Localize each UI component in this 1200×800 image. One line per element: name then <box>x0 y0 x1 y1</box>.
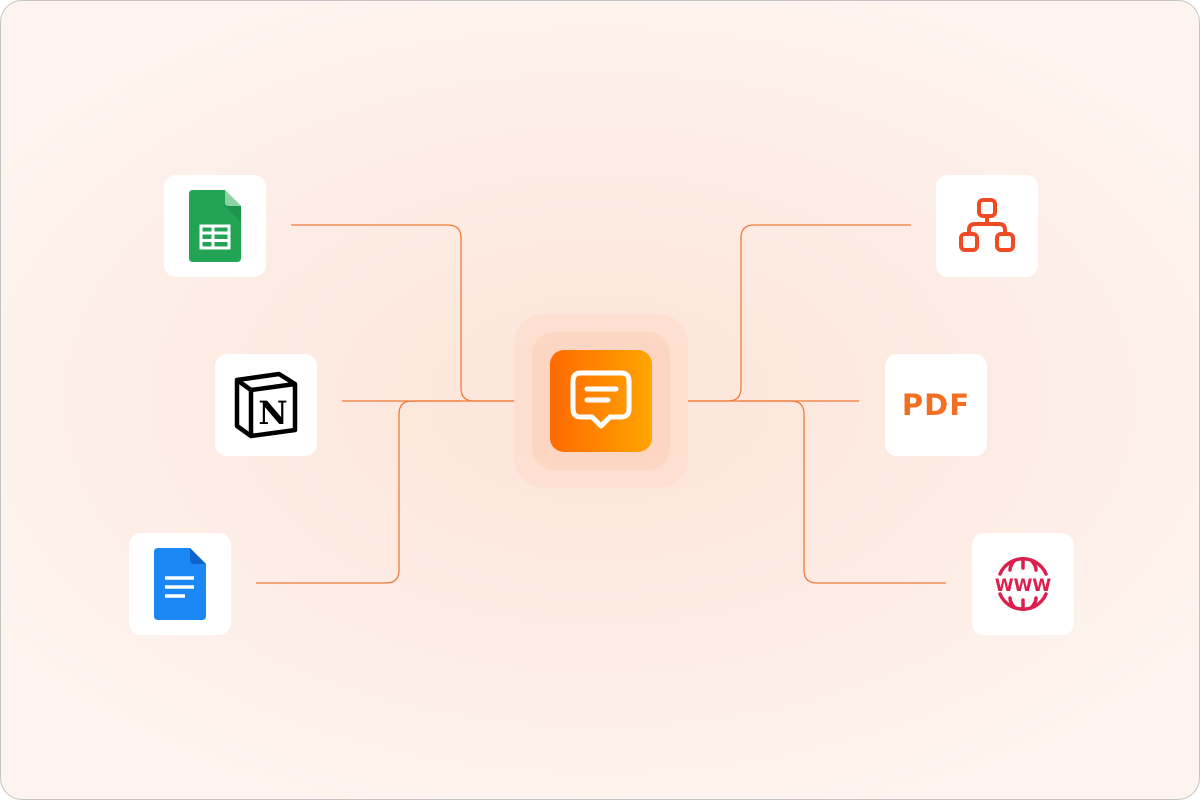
connector-docs <box>256 400 461 584</box>
google-docs-icon <box>154 548 206 620</box>
svg-text:N: N <box>258 394 287 432</box>
source-google-sheets[interactable] <box>164 175 266 277</box>
chat-bubble-icon <box>570 370 632 429</box>
svg-text:WWW: WWW <box>995 576 1052 596</box>
notion-icon: N <box>234 371 298 439</box>
source-notion[interactable]: N <box>215 354 317 456</box>
source-pdf[interactable]: PDF <box>885 354 987 456</box>
source-website[interactable]: WWW <box>972 533 1074 635</box>
sitemap-icon <box>959 198 1015 252</box>
connector-sitemap <box>688 224 911 402</box>
source-sitemap[interactable] <box>936 175 1038 277</box>
pdf-icon: PDF <box>901 388 971 422</box>
www-globe-icon: WWW <box>995 557 1052 611</box>
source-google-docs[interactable] <box>129 533 231 635</box>
connector-www <box>741 400 946 584</box>
google-sheets-icon <box>189 190 241 262</box>
hub-chat-tile[interactable] <box>550 350 652 452</box>
connector-sheets <box>291 224 514 402</box>
